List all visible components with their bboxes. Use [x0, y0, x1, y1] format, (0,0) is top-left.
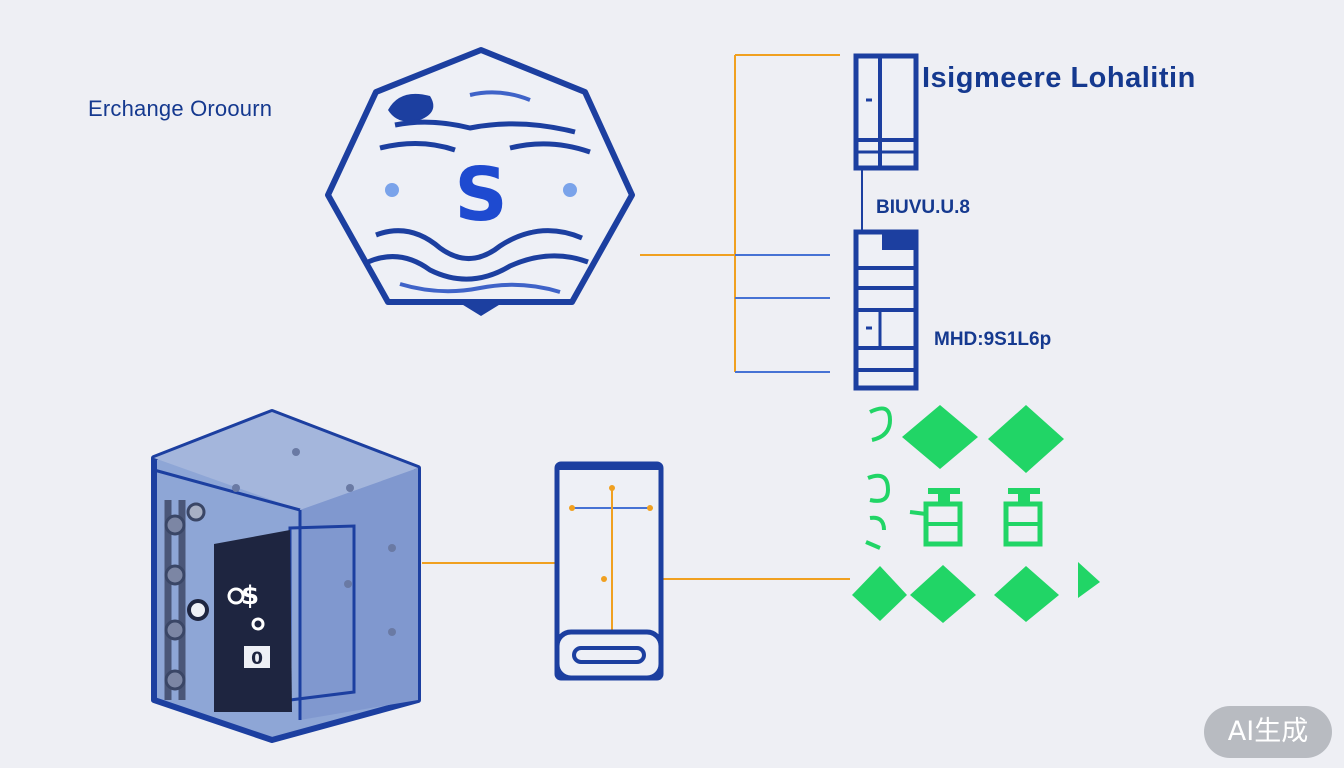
connectors-top	[640, 54, 863, 373]
device-icon	[554, 461, 664, 681]
ai-generated-badge: AI生成	[1204, 706, 1332, 758]
coin-symbol: S	[454, 152, 507, 238]
vault-icon: $ 0	[151, 409, 421, 743]
cabinet-icon-upper	[853, 53, 919, 171]
vault-lock-label: 0	[251, 649, 263, 669]
green-diamond-icon	[852, 405, 1100, 623]
vault-symbols: $	[241, 581, 259, 611]
cabinet-icon-lower	[853, 229, 919, 391]
coin-globe-icon: S	[325, 47, 635, 316]
diagram-title: Erchange Oroourn	[88, 96, 273, 121]
label-top-right: Isigmeere Lohalitin	[922, 62, 1196, 94]
label-middle: BIUVU.U.8	[876, 197, 970, 218]
label-lower: MHD:9S1L6p	[934, 329, 1052, 350]
